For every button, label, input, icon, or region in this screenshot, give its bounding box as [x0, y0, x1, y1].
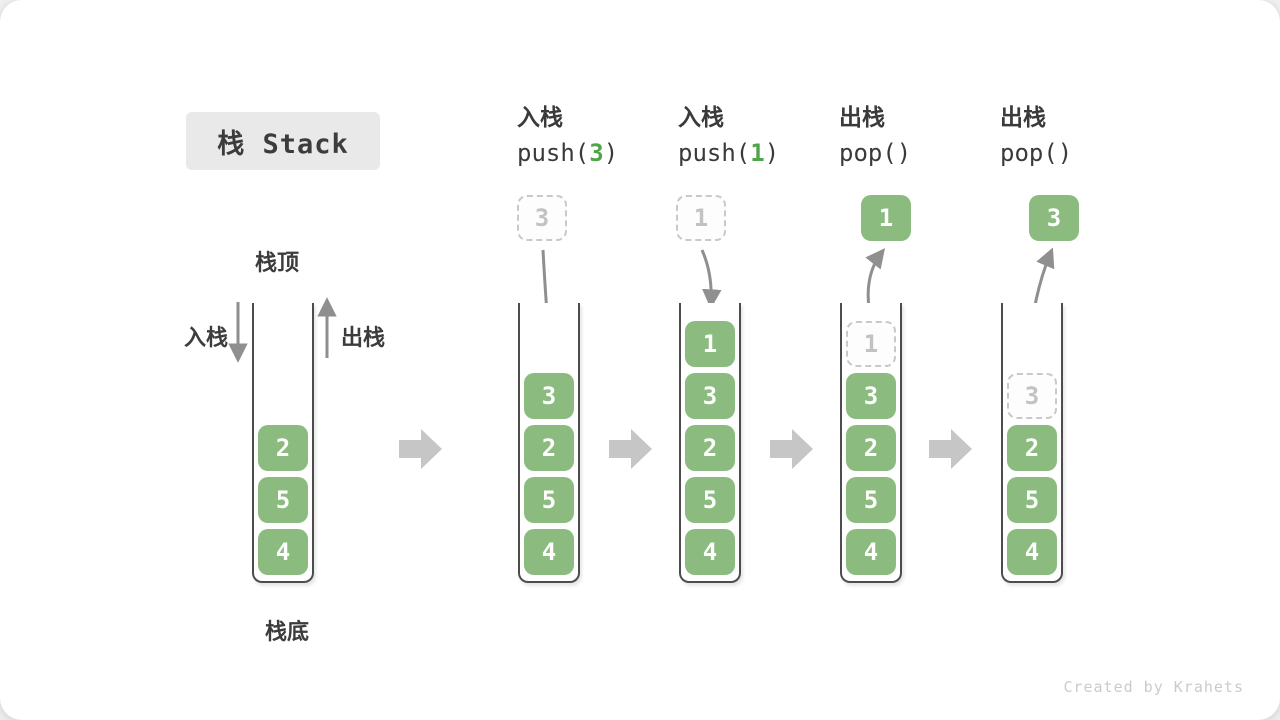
op-call: pop(): [1000, 139, 1073, 167]
stack-element: 4: [1007, 529, 1057, 575]
stack-element-removed: 3: [1007, 373, 1057, 419]
stack-element: 5: [524, 477, 574, 523]
stack-element: 1: [685, 321, 735, 367]
op-name: 出栈: [1000, 105, 1046, 131]
stack-element: 5: [1007, 477, 1057, 523]
floating-element-push3: 3: [517, 195, 567, 241]
op-name: 入栈: [678, 105, 724, 131]
push1-arrow-icon: [700, 249, 722, 309]
stack-element: 5: [685, 477, 735, 523]
stack-element: 5: [258, 477, 308, 523]
floating-element-pop1: 1: [861, 195, 911, 241]
op-call: push(3): [517, 139, 619, 167]
pop1-arrow-icon: [865, 248, 886, 309]
diagram-title: 栈 Stack: [186, 112, 380, 170]
stack-element: 2: [524, 425, 574, 471]
op-call: pop(): [839, 139, 912, 167]
stack-element: 2: [258, 425, 308, 471]
floating-element-push1: 1: [676, 195, 726, 241]
stage-transition-arrow-icon: [929, 429, 972, 469]
stack-element: 4: [846, 529, 896, 575]
stack-top-label: 栈顶: [254, 251, 299, 276]
stage-transition-arrow-icon: [399, 429, 442, 469]
stage-transition-arrow-icon: [770, 429, 813, 469]
stack-element: 2: [846, 425, 896, 471]
stack-element: 4: [258, 529, 308, 575]
op-name: 入栈: [517, 105, 563, 131]
op-arg: 3: [589, 139, 604, 167]
floating-element-pop3: 3: [1029, 195, 1079, 241]
stack-element: 3: [685, 373, 735, 419]
push-side-label: 入栈: [183, 326, 228, 351]
stack-element: 2: [685, 425, 735, 471]
stack-element: 4: [524, 529, 574, 575]
stack-element: 5: [846, 477, 896, 523]
stack-element: 4: [685, 529, 735, 575]
stage-transition-arrow-icon: [609, 429, 652, 469]
op-call: push(1): [678, 139, 780, 167]
op-header-pop1: 出栈 pop(): [839, 103, 999, 168]
stack-bottom-label: 栈底: [264, 620, 309, 645]
stack-element-removed: 1: [846, 321, 896, 367]
stack-element: 3: [846, 373, 896, 419]
op-arg: 1: [750, 139, 765, 167]
stack-element: 2: [1007, 425, 1057, 471]
pop-side-label: 出栈: [341, 326, 386, 351]
op-name: 出栈: [839, 105, 885, 131]
watermark: Created by Krahets: [1063, 678, 1244, 696]
op-header-push1: 入栈 push(1): [678, 103, 838, 168]
op-header-push3: 入栈 push(3): [517, 103, 677, 168]
op-header-pop3: 出栈 pop(): [1000, 103, 1160, 168]
stack-element: 3: [524, 373, 574, 419]
